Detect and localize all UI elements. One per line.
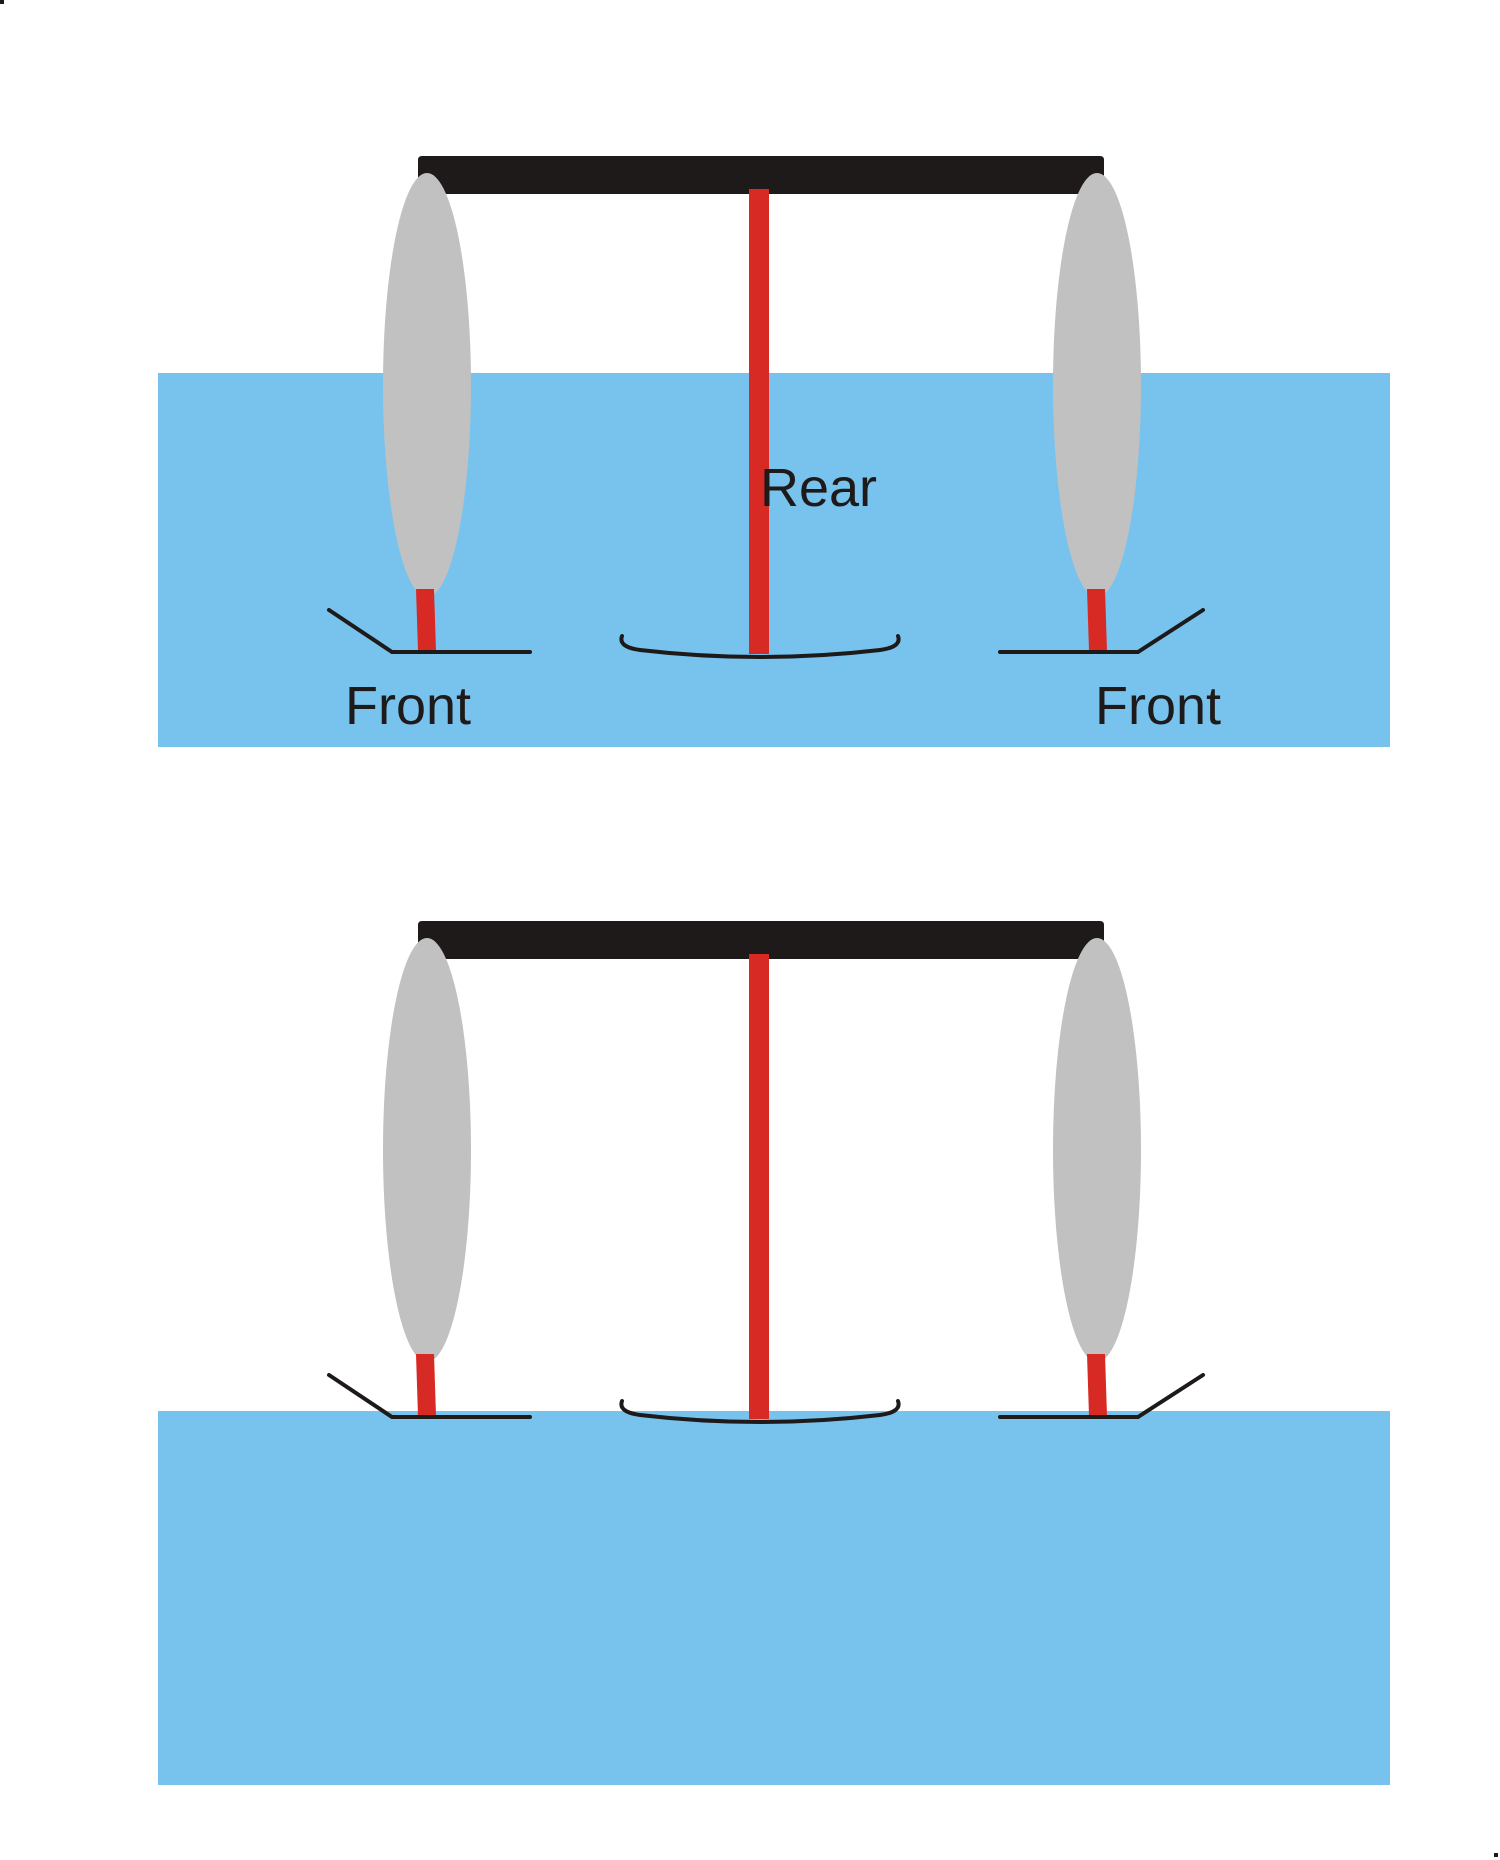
front-strut-left-top	[416, 589, 436, 651]
rear-strut-top	[749, 189, 769, 654]
front-foil-right-top	[998, 608, 1205, 654]
float-right-bottom	[1053, 938, 1141, 1362]
front-strut-left-bottom	[416, 1354, 436, 1416]
float-left-top	[383, 173, 471, 597]
front-label-right: Front	[1095, 676, 1221, 736]
float-right-top	[1053, 173, 1141, 597]
water-bottom	[158, 1411, 1390, 1785]
rear-foil-top	[619, 634, 901, 660]
float-left-bottom	[383, 938, 471, 1362]
front-strut-right-bottom	[1087, 1354, 1107, 1416]
rear-foil-bottom	[619, 1399, 901, 1425]
corner-mark-bottom-right	[1494, 1853, 1498, 1857]
top-panel: Rear Front Front	[158, 156, 1390, 747]
front-strut-right-top	[1087, 589, 1107, 651]
water-top	[158, 373, 1390, 747]
cross-beam-bottom	[418, 921, 1104, 959]
front-foil-left-bottom	[327, 1373, 532, 1419]
corner-mark-top-left	[0, 0, 4, 4]
front-foil-right-bottom	[998, 1373, 1205, 1419]
front-foil-left-top	[327, 608, 532, 654]
rear-label: Rear	[760, 458, 877, 518]
rear-strut-bottom	[749, 954, 769, 1419]
front-label-left: Front	[345, 676, 471, 736]
bottom-panel	[158, 921, 1390, 1785]
cross-beam-top	[418, 156, 1104, 194]
